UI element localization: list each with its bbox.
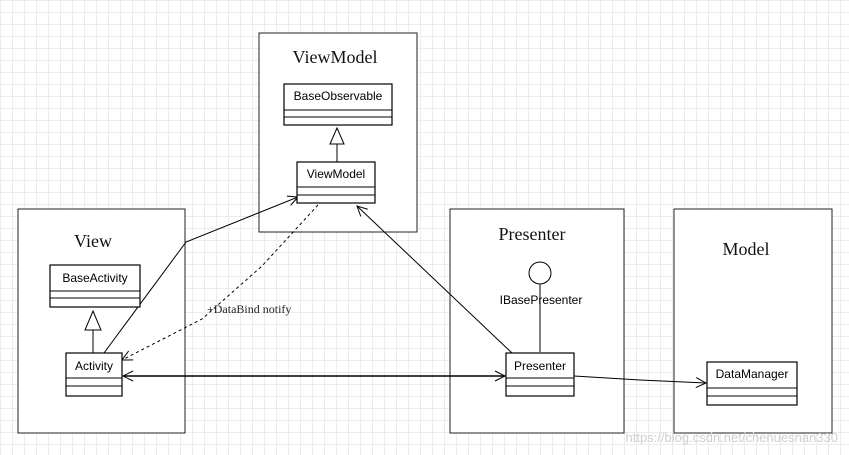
presenter-viewmodel-association bbox=[357, 206, 513, 354]
class-viewmodel-name: ViewModel bbox=[307, 167, 365, 181]
package-view[interactable]: View bbox=[17, 208, 186, 434]
databind-notify-dependency bbox=[122, 204, 319, 360]
class-baseobservable[interactable]: BaseObservable bbox=[283, 83, 393, 126]
interface-ibasepresenter-name: IBasePresenter bbox=[500, 293, 583, 307]
activity-viewmodel-association bbox=[103, 197, 298, 354]
databind-notify-label: +DataBind notify bbox=[207, 302, 291, 316]
class-datamanager-name: DataManager bbox=[716, 367, 789, 381]
activity-inheritance-arrowhead bbox=[84, 309, 102, 331]
package-presenter-title: Presenter bbox=[499, 224, 566, 244]
viewmodel-inheritance-arrowhead bbox=[329, 126, 345, 145]
interface-ibasepresenter[interactable]: IBasePresenter bbox=[500, 261, 583, 307]
class-activity-name: Activity bbox=[75, 359, 113, 373]
class-presenter-name: Presenter bbox=[514, 359, 566, 373]
class-presenter[interactable]: Presenter bbox=[505, 352, 575, 397]
class-viewmodel[interactable]: ViewModel bbox=[296, 161, 376, 204]
class-baseactivity-name: BaseActivity bbox=[62, 271, 127, 285]
interface-circle bbox=[528, 261, 552, 285]
class-baseobservable-name: BaseObservable bbox=[294, 89, 383, 103]
class-datamanager[interactable]: DataManager bbox=[706, 361, 798, 406]
package-model-title: Model bbox=[723, 239, 770, 259]
package-viewmodel-title: ViewModel bbox=[293, 47, 378, 67]
watermark-text: https://blog.csdn.net/chenuesnan330 bbox=[626, 430, 839, 445]
presenter-datamanager-association bbox=[573, 375, 706, 383]
class-activity[interactable]: Activity bbox=[65, 352, 123, 397]
package-view-title: View bbox=[74, 231, 112, 251]
class-baseactivity[interactable]: BaseActivity bbox=[49, 264, 141, 308]
package-presenter[interactable]: Presenter bbox=[449, 208, 625, 434]
